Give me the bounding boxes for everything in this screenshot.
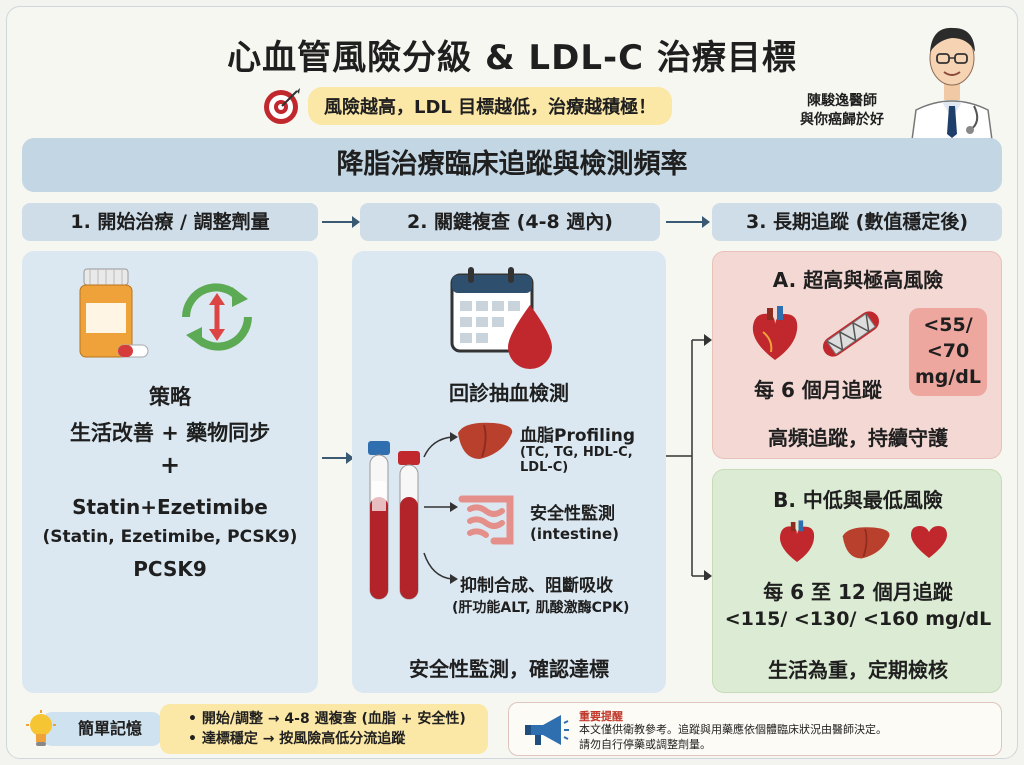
lipid-profile-title: 血脂Profiling (520, 426, 636, 446)
safety-monitor-sub: (intestine) (530, 525, 619, 543)
page-title: 心血管風險分級 & LDL-C 治療目標 (227, 38, 797, 78)
subtitle-row: 風險越高，LDL 目標越低，治療越積極！ (262, 86, 673, 126)
strategy-line2: Statin+Ezetimibe (72, 495, 268, 519)
high-risk-frequency: 每 6 個月追蹤 (754, 378, 882, 402)
section-banner: 降脂治療臨床追蹤與檢測頻率 (22, 138, 1002, 192)
step-2-footer: 安全性監測，確認達標 (409, 657, 609, 681)
low-risk-panel: B. 中低與最低風險 每 6 至 12 個月追蹤 <115/ <130/ <16… (712, 469, 1002, 693)
anatomical-heart-icon (752, 306, 798, 360)
strategy-line3: (Statin, Ezetimibe, PCSK9) (42, 527, 298, 547)
low-risk-frequency: 每 6 至 12 個月追蹤 (763, 580, 953, 604)
target-icon (264, 88, 300, 124)
high-risk-title: A. 超高與極高風險 (772, 268, 944, 292)
notice-box: 重要提醒 本文僅供衛教參考。追蹤與用藥應依個體臨床狀況由醫師決定。 請勿自行停藥… (508, 702, 1002, 756)
arrow-right-icon (666, 216, 710, 228)
branch-arrows (423, 432, 458, 584)
strategy-line4: PCSK9 (133, 557, 207, 581)
strategy-line1: 生活改善 + 藥物同步 (69, 421, 271, 445)
low-risk-title: B. 中低與最低風險 (773, 488, 943, 512)
arrow-right-icon (322, 452, 354, 464)
calendar-blood-drop-icon (450, 267, 552, 369)
memo-section: 簡單記憶 開始/調整 → 4-8 週複查 (血脂 + 安全性) 達標穩定 → 按… (22, 702, 488, 756)
branch-connector (666, 334, 712, 580)
low-risk-footer: 生活為重，定期檢核 (768, 658, 948, 682)
doctor-name: 陳駿逸醫師 與你癌歸於好 (800, 93, 884, 128)
step-2-header: 2. 關鍵複查 (4-8 週內) (360, 203, 660, 241)
step-1-panel: 策略 生活改善 + 藥物同步 + Statin+Ezetimibe (Stati… (22, 251, 318, 693)
anatomical-heart-icon (779, 520, 815, 562)
step-1-header: 1. 開始治療 / 調整劑量 (22, 203, 318, 241)
pill-bottle-icon (79, 268, 149, 358)
liver-icon (458, 422, 513, 459)
safety-monitor-title: 安全性監測 (530, 504, 615, 524)
memo-box: 開始/調整 → 4-8 週複查 (血脂 + 安全性) 達標穩定 → 按風險高低分… (160, 704, 488, 754)
strategy-title: 策略 (149, 385, 191, 409)
blood-test-title: 回診抽血檢測 (449, 381, 569, 405)
strategy-plus: + (159, 451, 181, 479)
low-risk-targets: <115/ <130/ <160 mg/dL (724, 608, 992, 630)
notice-body: 本文僅供衛教參考。追蹤與用藥應依個體臨床狀況由醫師決定。 請勿自行停藥或調整劑量… (579, 723, 887, 751)
arrow-right-icon (322, 216, 360, 228)
lightbulb-icon (26, 710, 56, 746)
high-risk-footer: 高頻追蹤，持續守護 (768, 426, 948, 450)
doctor-avatar (911, 27, 993, 140)
step-3-header: 3. 長期追蹤 (數值穩定後) (712, 203, 1002, 241)
high-risk-panel: A. 超高與極高風險 <55/ <70 mg/dL 每 6 個月追蹤 高頻追蹤，… (712, 251, 1002, 459)
cycle-arrows-icon (182, 283, 252, 351)
blood-tubes-icon (368, 441, 420, 600)
lipid-profile-sub: (TC, TG, HDL-C, LDL-C) (520, 445, 633, 475)
liver-icon (842, 527, 890, 559)
step-2-panel: 回診抽血檢測 血脂Profiling (TC, TG, HDL-C, LDL-C… (352, 251, 666, 693)
memo-label: 簡單記憶 (42, 712, 162, 746)
intestine-icon (458, 495, 514, 545)
heart-icon (911, 526, 947, 558)
high-risk-target-box: <55/ <70 mg/dL (909, 308, 987, 396)
stent-icon (822, 311, 880, 357)
subtitle-badge: 風險越高，LDL 目標越低，治療越積極！ (308, 87, 673, 125)
notice-title: 重要提醒 (579, 710, 623, 723)
inhibit-sub: (肝功能ALT, 肌酸激酶CPK) (452, 600, 630, 616)
inhibit-title: 抑制合成、阻斷吸收 (460, 576, 613, 596)
megaphone-icon (525, 715, 569, 745)
